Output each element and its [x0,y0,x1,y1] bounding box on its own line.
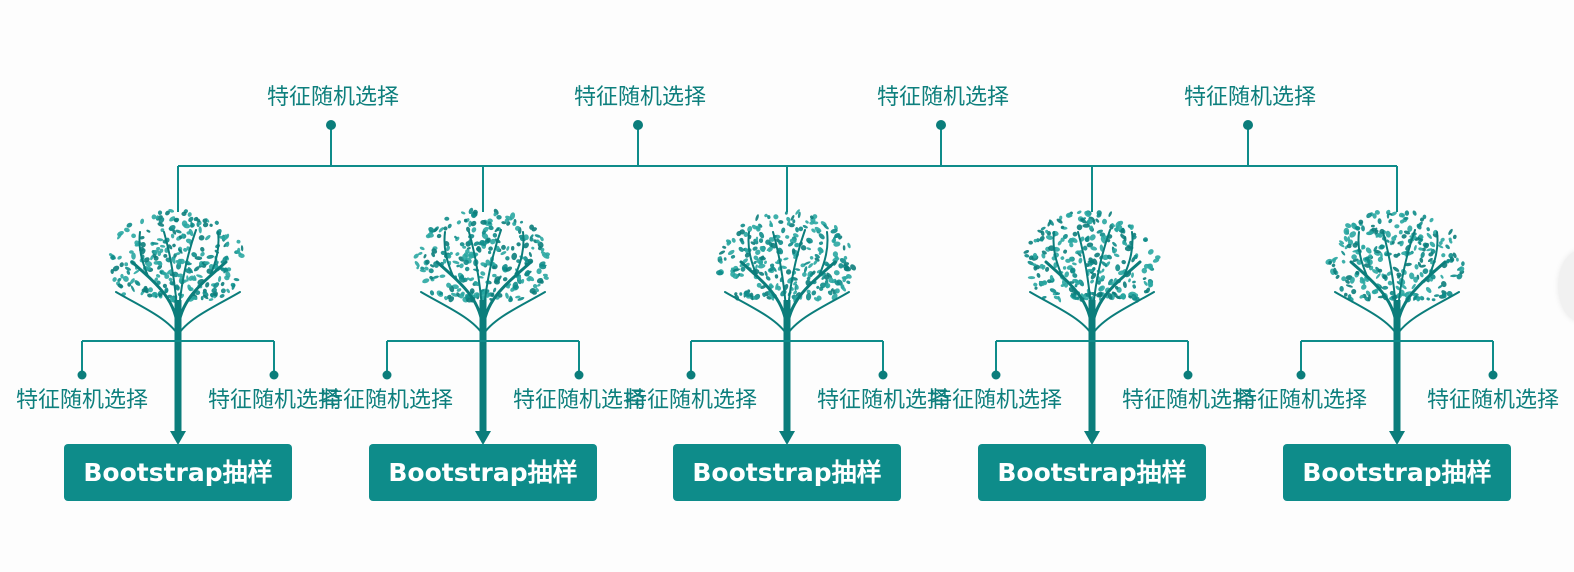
split-right-dot [878,370,888,380]
tree-arrow-head [1084,431,1100,445]
tree-trunk [1088,300,1096,432]
split-left-dot [686,370,696,380]
connector-lines [177,120,1398,212]
tree-arrow-head [475,431,491,445]
split-right-dot [1183,370,1193,380]
right-feature-label: 特征随机选择 [1122,388,1254,413]
tree-4: Bootstrap抽样 [978,210,1206,501]
tree-arrow-head [170,431,186,445]
top-feature-label: 特征随机选择 [574,85,706,110]
top-feature-label: 特征随机选择 [267,85,399,110]
split-left-dot [77,370,87,380]
trees-group: Bootstrap抽样 Bootstrap抽样 Bootstrap抽样 Bootstr… [64,207,1511,501]
tree-trunk [1393,300,1401,432]
split-left-dot [382,370,392,380]
tree-arrow-head [1389,431,1405,445]
split-left-dot [991,370,1001,380]
top-feature-label: 特征随机选择 [1184,85,1316,110]
top-feature-label: 特征随机选择 [877,85,1009,110]
bootstrap-label: Bootstrap抽样 [692,458,881,487]
tree-canopy [413,207,550,303]
right-feature-label: 特征随机选择 [817,388,949,413]
bootstrap-box [673,444,901,501]
tree-canopy [1023,210,1161,303]
left-feature-label: 特征随机选择 [625,388,757,413]
right-feature-label: 特征随机选择 [208,388,340,413]
tree-canopy [108,208,245,303]
split-right-dot [1488,370,1498,380]
split-right-dot [269,370,279,380]
left-feature-label: 特征随机选择 [321,388,453,413]
top-node-dot [936,120,946,130]
tree-trunk [479,300,487,432]
tree-arrow-head [779,431,795,445]
top-node-dot [326,120,336,130]
right-feature-label: 特征随机选择 [513,388,645,413]
top-node-dot [1243,120,1253,130]
tree-1: Bootstrap抽样 [64,208,292,501]
bootstrap-box [978,444,1206,501]
bootstrap-label: Bootstrap抽样 [1302,458,1491,487]
bootstrap-box [64,444,292,501]
tree-2: Bootstrap抽样 [369,207,597,501]
tree-canopy [716,209,857,303]
edge-handle [1558,250,1574,322]
split-right-dot [574,370,584,380]
right-feature-label: 特征随机选择 [1427,388,1559,413]
left-feature-label: 特征随机选择 [930,388,1062,413]
left-feature-label: 特征随机选择 [16,388,148,413]
left-feature-label: 特征随机选择 [1235,388,1367,413]
tree-3: Bootstrap抽样 [673,209,901,501]
tree-5: Bootstrap抽样 [1283,209,1511,501]
tree-trunk [783,300,791,432]
bootstrap-box [1283,444,1511,501]
tree-trunk [174,300,182,432]
bootstrap-label: Bootstrap抽样 [997,458,1186,487]
split-left-dot [1296,370,1306,380]
top-node-dot [633,120,643,130]
bootstrap-label: Bootstrap抽样 [83,458,272,487]
bootstrap-label: Bootstrap抽样 [388,458,577,487]
labels-group: 特征随机选择特征随机选择特征随机选择特征随机选择特征随机选择特征随机选择特征随机… [16,85,1559,413]
bootstrap-box [369,444,597,501]
